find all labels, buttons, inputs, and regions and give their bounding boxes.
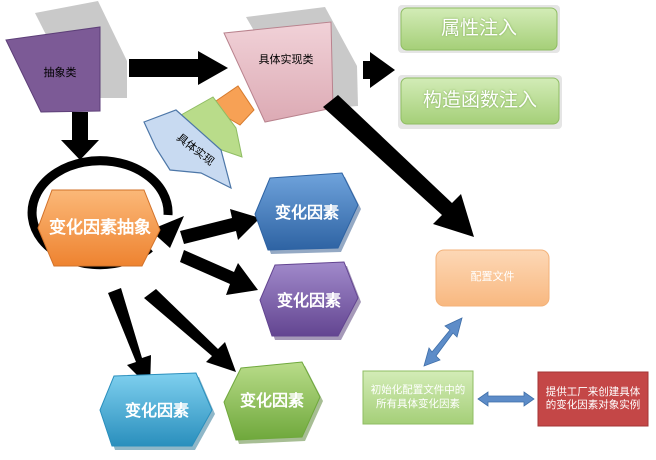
change-factor-4-label: 变化因素: [239, 391, 304, 410]
property-injection-box: [398, 5, 560, 53]
abstract-class-label: 抽象类: [43, 66, 77, 80]
arrow-concrete-to-config: [323, 95, 474, 237]
arrow-init-factory: [477, 391, 535, 407]
change-factor-3-hexagon: [99, 372, 215, 450]
change-factor-1-hexagon: [254, 172, 361, 254]
change-factor-abstract-hexagon: [37, 189, 161, 267]
init-config-box: [362, 370, 474, 425]
change-factor-3-label: 变化因素: [124, 401, 189, 420]
constructor-injection-label: 构造函数注入: [422, 89, 537, 112]
arrow-abstract-down: [61, 112, 99, 160]
config-file-box: [435, 249, 550, 307]
arrow-to-injection: [363, 52, 395, 88]
factory-box: [537, 371, 649, 427]
property-injection-label: 属性注入: [440, 17, 517, 40]
change-factor-4-hexagon: [223, 361, 323, 444]
constructor-injection-box: [398, 75, 562, 129]
arrow-to-factor-3: [108, 288, 151, 388]
arrow-to-factor-4: [144, 289, 236, 372]
factory-label: 提供工厂来创建具体的变化因素对象实例: [545, 385, 641, 411]
change-factor-2-label: 变化因素: [276, 291, 341, 310]
init-config-label: 初始化配置文件中的所有具体变化因素: [370, 384, 466, 410]
change-factor-1-label: 变化因素: [274, 203, 339, 222]
config-file-label: 配置文件: [470, 270, 515, 284]
concrete-impl-layered-arrows: [143, 85, 255, 190]
arrow-to-factor-1: [180, 209, 260, 244]
arrow-to-factor-2: [180, 250, 258, 295]
blue-double-arrows: [423, 317, 535, 407]
concrete-impl-class-label: 具体实现类: [258, 53, 314, 67]
arrow-config-init: [423, 317, 463, 367]
abstract-class-box: [5, 1, 127, 113]
change-factor-2-hexagon: [259, 261, 361, 340]
concrete-impl-class-box: [223, 7, 358, 123]
change-factor-abstract-label: 变化因素抽象: [49, 218, 151, 239]
arrows: [61, 51, 474, 388]
arrow-abstract-to-concrete: [129, 51, 228, 85]
